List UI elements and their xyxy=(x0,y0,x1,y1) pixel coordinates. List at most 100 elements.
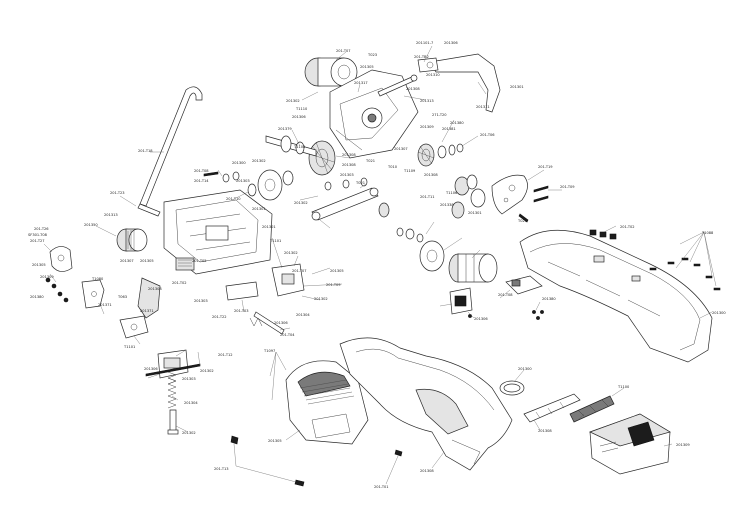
part-label: T023 xyxy=(517,219,527,223)
small-clips-right xyxy=(589,229,617,240)
part-label: 201313 xyxy=(104,213,118,217)
saw-blade xyxy=(569,395,615,423)
part-label: 201308 xyxy=(420,469,434,473)
motor-housing xyxy=(329,69,419,159)
part-label: 201301 xyxy=(468,211,482,215)
swing-arm xyxy=(311,187,379,221)
main-frame xyxy=(163,189,273,275)
part-label: 201-T19 xyxy=(538,165,553,169)
part-label: T1080 xyxy=(91,277,104,281)
part-label: 201371 xyxy=(140,309,154,313)
part-label: 201302 xyxy=(314,297,328,301)
motor-shaft xyxy=(377,74,418,97)
part-label: 201309 xyxy=(40,275,54,279)
part-label: 201-T05 xyxy=(192,259,207,263)
blade-shaft xyxy=(265,135,317,157)
part-label: 201308 xyxy=(406,87,420,91)
part-label: 201306 xyxy=(444,41,458,45)
part-label: 201-T18 xyxy=(138,149,153,153)
blade-guide xyxy=(523,393,581,423)
part-label: 201-T12 xyxy=(218,353,233,357)
part-label: T1106 xyxy=(445,191,458,195)
part-label: 201380 xyxy=(30,295,44,299)
part-label: 201305 xyxy=(360,65,374,69)
part-label: 201-T10 xyxy=(226,197,241,201)
part-label: 201-T13 xyxy=(214,467,229,471)
part-label: 201-T11 xyxy=(420,195,435,199)
part-label: 201308 xyxy=(342,163,356,167)
part-label: 201302 xyxy=(286,99,300,103)
part-labels: 201101-7 201306 201-TB2 201310 201311 20… xyxy=(28,41,726,489)
part-label: 201379 xyxy=(278,127,292,131)
part-label: 201308 xyxy=(424,173,438,177)
part-label: SF301-T08 xyxy=(28,233,48,237)
cam-plate xyxy=(491,174,528,215)
guide-rod xyxy=(137,86,203,217)
part-label: 201380 xyxy=(450,121,464,125)
part-label: 201308 xyxy=(538,429,552,433)
part-label: 201301 xyxy=(252,207,266,211)
spring-bar xyxy=(249,311,285,335)
battery-pack xyxy=(589,413,671,475)
part-label: 201-T27 xyxy=(30,239,45,243)
part-label: 201101-7 xyxy=(416,41,433,45)
motor-cap-cylinder xyxy=(304,57,358,87)
part-label: 201-T04 xyxy=(280,333,295,337)
part-label: 201-T23 xyxy=(110,191,125,195)
gear-pinion xyxy=(417,143,435,167)
trigger-lever xyxy=(119,277,161,339)
screws-right-cluster xyxy=(518,185,549,223)
nuts-mid xyxy=(396,227,424,243)
part-label: 201308 xyxy=(148,287,162,291)
part-label: T010 xyxy=(387,165,398,169)
part-label: 201302 xyxy=(294,201,308,205)
part-label: 201300 xyxy=(232,161,246,165)
part-label: 201300 xyxy=(712,311,726,315)
part-label: 201306 xyxy=(144,367,158,371)
part-label: 201301 xyxy=(262,225,276,229)
part-label: 201-T07 xyxy=(292,269,307,273)
bearing-row-mid xyxy=(324,177,390,218)
part-label: 201317 xyxy=(354,81,368,85)
bearing-set xyxy=(437,143,464,159)
part-label: T021 xyxy=(365,159,375,163)
small-gear-stack xyxy=(451,174,486,219)
part-label: T1108 xyxy=(293,145,306,149)
part-label: T063 xyxy=(117,295,127,299)
part-label: T1100 xyxy=(617,385,630,389)
part-label: 201-T02 xyxy=(172,281,187,285)
link-bracket-left xyxy=(81,279,105,309)
part-label: 201380 xyxy=(542,297,556,301)
part-label: T1097 xyxy=(263,349,275,353)
spring xyxy=(167,371,177,409)
motor-cylinder xyxy=(448,253,498,283)
part-label: 201307 xyxy=(120,259,134,263)
rubber-ring xyxy=(499,380,525,396)
part-label: 201-T03 xyxy=(234,309,249,313)
part-label: 201303 xyxy=(236,179,250,183)
left-handle-housing xyxy=(339,337,513,471)
part-label: 201306 xyxy=(274,321,288,325)
part-label: 201300 xyxy=(518,367,532,371)
part-label: 201303 xyxy=(182,377,196,381)
bottom-screws xyxy=(230,435,403,487)
lever-arm xyxy=(417,53,501,113)
part-label: 201303 xyxy=(194,299,208,303)
part-label: 201306 xyxy=(292,115,306,119)
part-label: T1088 xyxy=(701,231,714,235)
wheel-disc xyxy=(419,240,445,272)
part-label: 201-T08 xyxy=(498,293,513,297)
part-label: 201-T14 xyxy=(194,179,209,183)
part-label: 201306 xyxy=(474,317,488,321)
part-label: 201307 xyxy=(394,147,408,151)
part-label: 201309 xyxy=(676,443,690,447)
part-label: 201-T08 xyxy=(194,169,209,173)
part-label: 201302 xyxy=(200,369,214,373)
part-label: 201302 xyxy=(182,431,196,435)
part-label: 201-T09 xyxy=(326,283,341,287)
part-label: 201305 xyxy=(330,269,344,273)
part-label: 201308 xyxy=(342,153,356,157)
part-label: 201381 xyxy=(442,127,456,131)
part-label: 271-T20 xyxy=(432,113,447,117)
